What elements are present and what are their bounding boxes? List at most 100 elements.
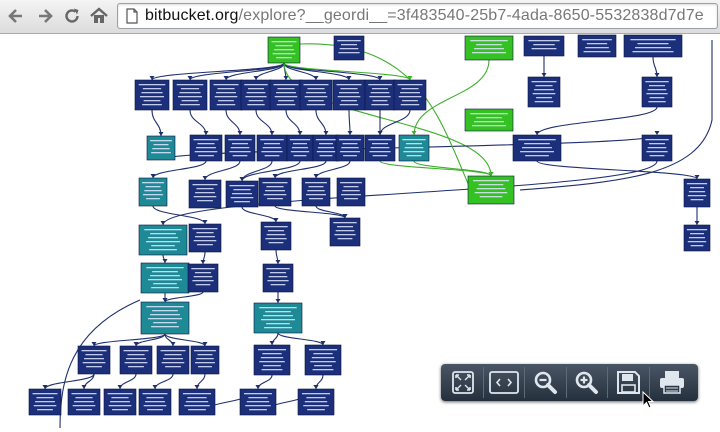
graph-node[interactable]: [146, 135, 176, 161]
graph-node[interactable]: [189, 134, 223, 162]
graph-node[interactable]: [209, 79, 243, 111]
print-icon[interactable]: [656, 368, 688, 397]
graph-node[interactable]: [641, 76, 673, 108]
graph-node[interactable]: [190, 345, 220, 375]
node-label-line: [146, 198, 160, 200]
graph-node[interactable]: [393, 79, 427, 111]
node-label-line: [293, 155, 307, 157]
address-bar[interactable]: bitbucket.org/explore?__geordi__=3f48354…: [117, 3, 718, 29]
graph-node[interactable]: [138, 177, 168, 207]
graph-node[interactable]: [119, 345, 153, 375]
graph-node[interactable]: [286, 134, 314, 162]
graph-node[interactable]: [577, 34, 617, 58]
edge-arrowhead: [162, 259, 168, 263]
node-label-line: [218, 100, 234, 102]
node-label-line: [400, 104, 420, 106]
graph-node[interactable]: [467, 175, 515, 205]
graph-node[interactable]: [188, 223, 222, 253]
graph-node[interactable]: [224, 134, 256, 162]
call-graph[interactable]: [0, 34, 720, 429]
graph-node[interactable]: [172, 79, 208, 111]
graph-node[interactable]: [464, 35, 514, 61]
home-icon[interactable]: [89, 6, 109, 26]
graph-node[interactable]: [77, 345, 111, 375]
graph-node[interactable]: [333, 35, 365, 61]
graph-node[interactable]: [253, 302, 303, 334]
fit-width-icon[interactable]: [488, 368, 520, 397]
forward-arrow-icon[interactable]: [35, 6, 55, 26]
graph-node[interactable]: [364, 134, 396, 162]
graph-node[interactable]: [253, 344, 291, 376]
save-icon[interactable]: [612, 368, 644, 397]
node-label-line: [153, 144, 169, 146]
graph-node[interactable]: [28, 388, 62, 416]
graph-node[interactable]: [140, 301, 190, 335]
graph-node[interactable]: [312, 134, 340, 162]
graph-node[interactable]: [138, 224, 188, 256]
graph-node[interactable]: [258, 177, 292, 207]
graph-node[interactable]: [260, 221, 292, 251]
browser-toolbar: bitbucket.org/explore?__geordi__=3f48354…: [0, 0, 720, 34]
graph-node[interactable]: [188, 179, 222, 209]
edge-arrowhead: [162, 298, 168, 302]
node-label-line: [127, 354, 145, 356]
node-label-line: [194, 272, 212, 274]
graph-node[interactable]: [299, 79, 333, 111]
graph-edge: [315, 160, 351, 179]
graph-node-box: [464, 108, 514, 132]
graph-node[interactable]: [527, 76, 561, 108]
graph-node[interactable]: [140, 262, 190, 294]
graph-node[interactable]: [301, 177, 331, 207]
graph-node[interactable]: [523, 35, 565, 57]
zoom-to-fit-icon[interactable]: [447, 368, 479, 397]
graph-node[interactable]: [364, 79, 396, 111]
graph-node[interactable]: [156, 345, 190, 375]
graph-node[interactable]: [335, 134, 365, 162]
edge-arrowhead: [313, 76, 319, 80]
graph-node-box: [523, 35, 565, 57]
graph-node[interactable]: [683, 224, 711, 252]
graph-node[interactable]: [267, 36, 301, 64]
graph-node[interactable]: [269, 79, 303, 111]
node-label-line: [192, 228, 218, 230]
graph-node[interactable]: [240, 79, 272, 111]
graph-node[interactable]: [683, 178, 711, 208]
graph-node[interactable]: [464, 108, 514, 132]
node-label-line: [216, 104, 236, 106]
edge-arrowhead: [42, 385, 48, 389]
graph-edge: [119, 373, 137, 390]
graph-node[interactable]: [332, 79, 366, 111]
graph-node[interactable]: [329, 217, 361, 247]
url-text[interactable]: bitbucket.org/explore?__geordi__=3f48354…: [145, 6, 704, 26]
call-graph-canvas[interactable]: [0, 34, 720, 429]
graph-node[interactable]: [641, 134, 673, 162]
graph-node[interactable]: [225, 180, 259, 208]
graph-node[interactable]: [398, 134, 430, 162]
graph-node[interactable]: [239, 388, 277, 416]
edge-arrowhead: [313, 174, 319, 178]
graph-node[interactable]: [297, 388, 335, 416]
graph-node[interactable]: [187, 263, 219, 293]
node-label-line: [293, 143, 307, 145]
graph-node[interactable]: [256, 134, 288, 162]
graph-node[interactable]: [103, 388, 137, 416]
node-label-line: [146, 241, 180, 243]
node-label-line: [524, 143, 550, 145]
zoom-out-icon[interactable]: [530, 368, 562, 397]
back-arrow-icon[interactable]: [6, 6, 26, 26]
reload-icon[interactable]: [62, 6, 82, 26]
graph-node[interactable]: [134, 79, 170, 111]
graph-node[interactable]: [262, 263, 294, 293]
graph-node[interactable]: [67, 388, 101, 416]
node-label-line: [270, 284, 286, 286]
graph-node[interactable]: [623, 34, 683, 58]
edge-arrowhead: [297, 131, 303, 135]
graph-node[interactable]: [336, 177, 366, 207]
graph-node[interactable]: [304, 344, 342, 376]
zoom-in-icon[interactable]: [571, 368, 603, 397]
node-label-line: [264, 327, 292, 329]
graph-node[interactable]: [512, 134, 562, 162]
graph-edge: [255, 109, 273, 136]
graph-node[interactable]: [178, 388, 216, 416]
graph-node[interactable]: [138, 388, 172, 416]
